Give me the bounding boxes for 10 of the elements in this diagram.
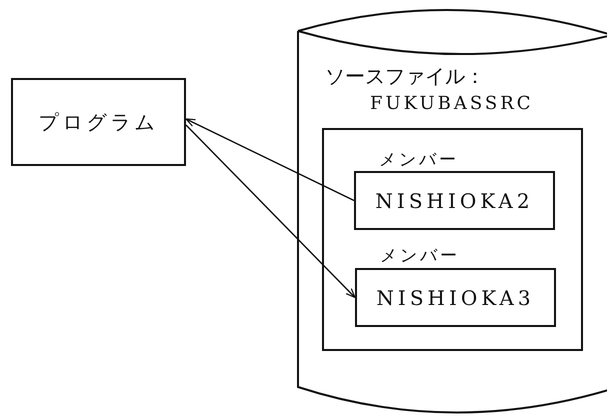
member-box: NISHIOKA3 bbox=[355, 268, 556, 327]
file-label: ソースファイル： bbox=[325, 63, 485, 90]
arrow bbox=[186, 124, 356, 298]
member-label: メンバー bbox=[380, 245, 460, 267]
file-name: FUKUBASSRC bbox=[370, 93, 534, 114]
member-box: NISHIOKA2 bbox=[354, 171, 555, 230]
arrow bbox=[185, 118, 354, 202]
process-box: プログラム bbox=[11, 78, 186, 166]
member-label: メンバー bbox=[379, 149, 459, 171]
member-group-box bbox=[322, 128, 583, 351]
